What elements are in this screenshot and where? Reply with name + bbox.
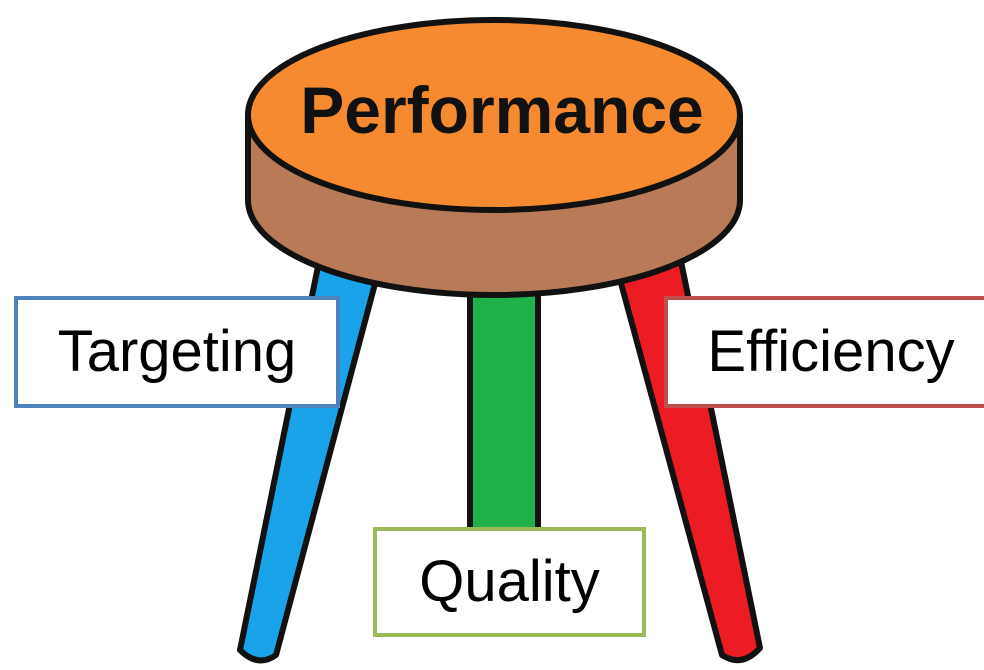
seat-top — [245, 17, 743, 213]
efficiency-label: Efficiency — [707, 319, 955, 384]
targeting-leg — [237, 229, 387, 664]
targeting-box: Targeting — [14, 296, 340, 408]
quality-box: Quality — [373, 527, 646, 637]
efficiency-box: Efficiency — [664, 296, 984, 408]
targeting-label: Targeting — [57, 319, 297, 384]
efficiency-leg — [609, 229, 763, 664]
seat-label: Performance — [300, 73, 704, 147]
quality-label: Quality — [419, 549, 600, 614]
quality-leg — [467, 252, 541, 563]
